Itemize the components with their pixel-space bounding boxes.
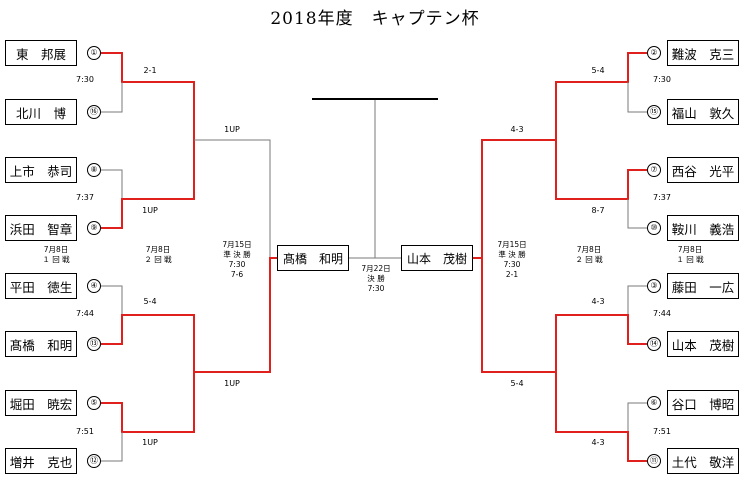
left-seed-5: ④	[87, 279, 101, 293]
right-finalist: 山本 茂樹	[401, 245, 473, 271]
left-seed-6: ⑬	[87, 337, 101, 351]
left-r1-m3-winner	[101, 314, 195, 372]
right-r1-score-1: 5-4	[591, 66, 605, 75]
right-seed-5: ③	[647, 279, 661, 293]
right-r1-m3-loser	[627, 285, 647, 315]
left-r1-m1-loser	[101, 82, 123, 113]
right-time-1: 7:30	[653, 75, 671, 84]
right-r1-m1-loser	[627, 82, 647, 113]
right-r1-score-3: 4-3	[591, 297, 605, 306]
right-player-2: 福山 敦久	[667, 99, 739, 125]
left-player-8: 増井 克也	[5, 448, 77, 474]
right-time-3: 7:44	[653, 309, 671, 318]
right-seed-4: ⑩	[647, 221, 661, 235]
right-player-6: 山本 茂樹	[667, 331, 739, 357]
right-r2-score-2: 5-4	[510, 379, 524, 388]
right-time-4: 7:51	[653, 427, 671, 436]
left-player-3: 上市 恭司	[5, 157, 77, 183]
left-r1-m2-winner	[101, 140, 195, 229]
left-round2-header: 7月8日 ２ 回 戦	[144, 245, 172, 264]
left-r1-score-4: 1UP	[142, 438, 158, 447]
left-seed-2: ⑯	[87, 105, 101, 119]
left-seed-1: ①	[87, 46, 101, 60]
right-seed-2: ⑮	[647, 105, 661, 119]
left-player-5: 平田 徳生	[5, 273, 77, 299]
right-seed-7: ⑥	[647, 396, 661, 410]
right-player-3: 西谷 光平	[667, 157, 739, 183]
right-round1-header: 7月8日 １ 回 戦	[676, 245, 704, 264]
left-r2-score-2: 1UP	[224, 379, 240, 388]
right-time-2: 7:37	[653, 193, 671, 202]
left-time-4: 7:51	[76, 427, 94, 436]
left-time-2: 7:37	[76, 193, 94, 202]
right-seed-8: ⑪	[647, 454, 661, 468]
left-r1-m4-loser	[101, 432, 123, 462]
right-r1-m2-loser	[627, 199, 647, 229]
left-r1-score-1: 2-1	[143, 66, 157, 75]
left-r1-m4-winner	[101, 372, 195, 433]
right-r1-m4-loser	[627, 402, 647, 432]
right-player-7: 谷口 博昭	[667, 390, 739, 416]
left-player-1: 東 邦展	[5, 40, 77, 66]
right-round2-header: 7月8日 ２ 回 戦	[575, 245, 603, 264]
right-player-4: 鞍川 義浩	[667, 215, 739, 241]
left-r1-m2-loser	[101, 169, 123, 199]
left-semifinal-header: 7月15日 準 決 勝 7:30 7-6	[222, 240, 252, 279]
left-time-1: 7:30	[76, 75, 94, 84]
right-seed-3: ⑦	[647, 163, 661, 177]
left-r2-bottom	[194, 257, 277, 373]
right-r1-score-4: 4-3	[591, 438, 605, 447]
left-player-6: 髙橋 和明	[5, 331, 77, 357]
left-player-4: 浜田 智章	[5, 215, 77, 241]
left-time-3: 7:44	[76, 309, 94, 318]
right-seed-1: ②	[647, 46, 661, 60]
right-semifinal-header: 7月15日 準 決 勝 7:30 2-1	[497, 240, 527, 279]
left-player-2: 北川 博	[5, 99, 77, 125]
right-r1-m4-winner	[555, 372, 647, 462]
left-r1-score-2: 1UP	[142, 206, 158, 215]
right-player-5: 藤田 一広	[667, 273, 739, 299]
right-r1-m2-winner	[555, 140, 647, 200]
left-seed-7: ⑤	[87, 396, 101, 410]
left-r2-top	[194, 139, 271, 258]
page-title: 2018年度 キャプテン杯	[270, 9, 480, 29]
right-r2-top	[473, 139, 556, 259]
right-r2-bottom	[481, 258, 556, 373]
left-round1-header: 7月8日 １ 回 戦	[42, 245, 70, 264]
right-player-8: 土代 敬洋	[667, 448, 739, 474]
left-seed-4: ⑨	[87, 221, 101, 235]
left-seed-3: ⑧	[87, 163, 101, 177]
left-seed-8: ⑫	[87, 454, 101, 468]
left-player-7: 堀田 暁宏	[5, 390, 77, 416]
right-r2-score-1: 4-3	[510, 125, 524, 134]
left-r1-score-3: 5-4	[143, 297, 157, 306]
right-r1-score-2: 8-7	[591, 206, 605, 215]
left-r1-m3-loser	[101, 285, 123, 315]
final-header: 7月22日 決 勝 7:30	[361, 264, 391, 293]
right-seed-6: ⑭	[647, 337, 661, 351]
left-r2-score-1: 1UP	[224, 125, 240, 134]
right-r1-m3-winner	[555, 314, 647, 372]
right-player-1: 難波 克三	[667, 40, 739, 66]
left-finalist: 髙橋 和明	[277, 245, 349, 271]
